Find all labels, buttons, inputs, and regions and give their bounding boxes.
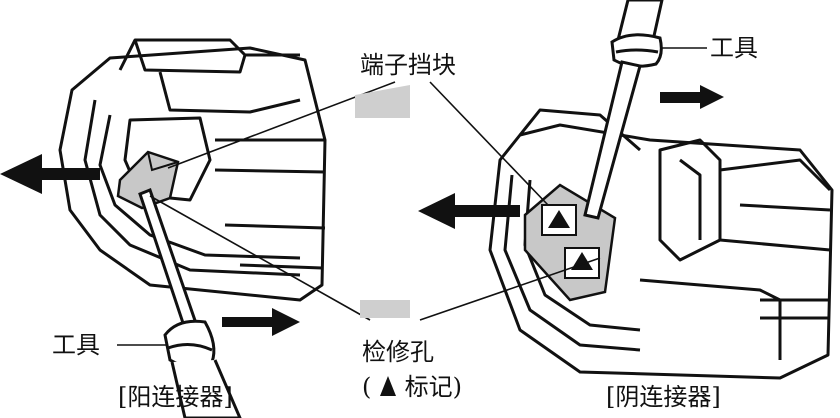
male-connector-caption: [阳连接器] xyxy=(118,383,233,411)
inspection-hole-label: 检修孔 xyxy=(362,338,434,366)
arrow-right-icon xyxy=(660,85,724,109)
triangle-mark-icon xyxy=(380,376,397,396)
male-terminal-retainer xyxy=(116,150,180,210)
female-connector-body xyxy=(488,108,834,380)
terminal-retainer-label: 端子挡块 xyxy=(360,51,456,79)
arrow-left-icon xyxy=(0,154,100,194)
callout-bands xyxy=(355,85,410,318)
male-connector-body xyxy=(58,38,327,302)
tool-label-right: 工具 xyxy=(710,34,758,62)
arrow-left-icon xyxy=(418,193,520,229)
mark-note-open: ( xyxy=(362,373,372,401)
female-connector-caption: [阴连接器] xyxy=(606,383,721,411)
female-tool-screwdriver xyxy=(583,0,664,220)
male-tool-screwdriver xyxy=(138,188,242,418)
mark-note-text: 标记) xyxy=(404,373,463,401)
tool-label-left: 工具 xyxy=(52,331,100,359)
arrow-right-icon xyxy=(222,308,300,336)
mark-note: ( 标记) xyxy=(362,375,462,399)
